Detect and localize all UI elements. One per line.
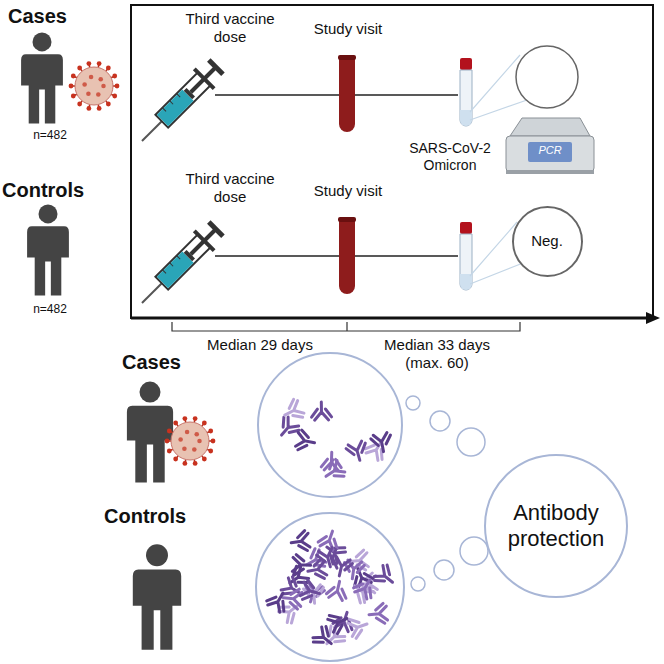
antibody-circle [256, 513, 404, 661]
antibody [300, 579, 323, 603]
group-heading: Cases [8, 4, 88, 28]
antibody [280, 398, 305, 424]
antibody-circle [258, 353, 402, 497]
circle-node: Neg. [512, 206, 583, 277]
text-label: Third vaccine dose [172, 170, 288, 206]
syringe [132, 217, 227, 312]
circle-node: Antibody protection [484, 454, 628, 598]
node-text: Neg. [517, 232, 577, 250]
antibody [345, 440, 369, 463]
node-text: Antibody protection [486, 500, 626, 553]
pcr-machine [506, 118, 594, 174]
antibody [295, 430, 316, 453]
text-label: Study visit [298, 20, 398, 38]
person-icon [27, 204, 69, 295]
swab-tube [460, 58, 472, 126]
text-label: Third vaccine dose [172, 10, 288, 46]
thought-bubble [406, 396, 488, 591]
text-label: Median 29 days [185, 336, 335, 354]
antibody [311, 402, 331, 420]
group-heading: Cases [122, 350, 212, 374]
sample-circle [516, 46, 578, 108]
antibody [283, 588, 303, 609]
text-label: n=482 [20, 302, 80, 316]
group-heading: Controls [2, 178, 112, 202]
blood-tube [338, 55, 356, 132]
timeline [215, 94, 458, 96]
virus-icon [69, 61, 120, 111]
antibody [372, 563, 399, 590]
antibody [320, 458, 346, 485]
antibody [370, 432, 393, 453]
swab-tube [460, 222, 472, 290]
antibody [326, 579, 350, 601]
axis-arrowhead [646, 312, 660, 324]
time-axis [131, 317, 648, 320]
blood-tube [338, 217, 356, 294]
antibody [364, 436, 390, 462]
person-icon [133, 544, 181, 650]
antibody [330, 556, 354, 578]
text-label: Study visit [298, 182, 398, 200]
text-label: Median 33 days (max. 60) [372, 336, 502, 372]
text-label: n=482 [20, 128, 80, 142]
person-icon [127, 382, 173, 483]
antibody [352, 575, 378, 601]
group-heading: Controls [104, 504, 214, 528]
virus-icon [165, 416, 216, 466]
antibody [317, 528, 342, 552]
antibody [368, 603, 388, 624]
antibody [347, 615, 371, 640]
interval-bracket [172, 322, 520, 331]
timeline-frame [131, 5, 653, 318]
antibody [274, 415, 301, 442]
antibody [290, 530, 311, 552]
timeline [215, 255, 458, 257]
syringe [132, 55, 227, 150]
text-label: PCR [528, 144, 572, 157]
person-icon [21, 32, 63, 123]
text-label: SARS-CoV-2 Omicron [396, 140, 504, 174]
antibody [265, 588, 291, 614]
